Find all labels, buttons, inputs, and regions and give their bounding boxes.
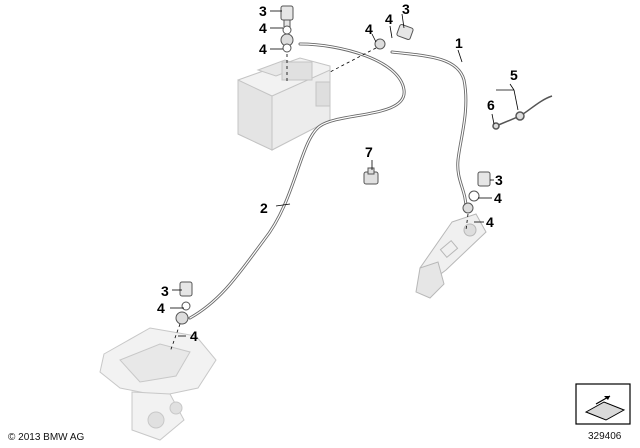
callout-4: 4 xyxy=(385,11,393,27)
brake-caliper xyxy=(99,327,217,441)
top-fittings xyxy=(280,5,414,53)
callout-2: 2 xyxy=(260,200,268,216)
image-number: 329406 xyxy=(588,431,622,442)
callout-4: 4 xyxy=(494,190,502,206)
master-cylinder xyxy=(415,213,487,299)
callout-7: 7 xyxy=(365,144,373,160)
cable-holder-5 xyxy=(492,95,553,130)
callout-5: 5 xyxy=(510,67,518,83)
copyright-text: © 2013 BMW AG xyxy=(8,432,85,443)
callout-labels: 3 4 4 4 4 3 1 5 6 7 2 3 4 4 3 4 4 xyxy=(157,1,518,344)
callout-4: 4 xyxy=(259,41,267,57)
callout-4: 4 xyxy=(259,20,267,36)
clip-7 xyxy=(363,167,379,185)
dashed-leaders xyxy=(169,47,469,353)
callout-4: 4 xyxy=(157,300,165,316)
diagram-symbol-icon xyxy=(575,383,631,425)
callout-6: 6 xyxy=(487,97,495,113)
abs-modulator-unit xyxy=(237,57,331,151)
callout-3: 3 xyxy=(259,3,267,19)
callout-4: 4 xyxy=(486,214,494,230)
master-cylinder-fittings xyxy=(462,171,491,214)
callout-3: 3 xyxy=(495,172,503,188)
callout-1: 1 xyxy=(455,35,463,51)
callout-4: 4 xyxy=(190,328,198,344)
brake-line-1 xyxy=(390,50,468,210)
leader-lines xyxy=(170,10,519,337)
callout-3: 3 xyxy=(402,1,410,17)
callout-4: 4 xyxy=(365,21,373,37)
callout-3: 3 xyxy=(161,283,169,299)
